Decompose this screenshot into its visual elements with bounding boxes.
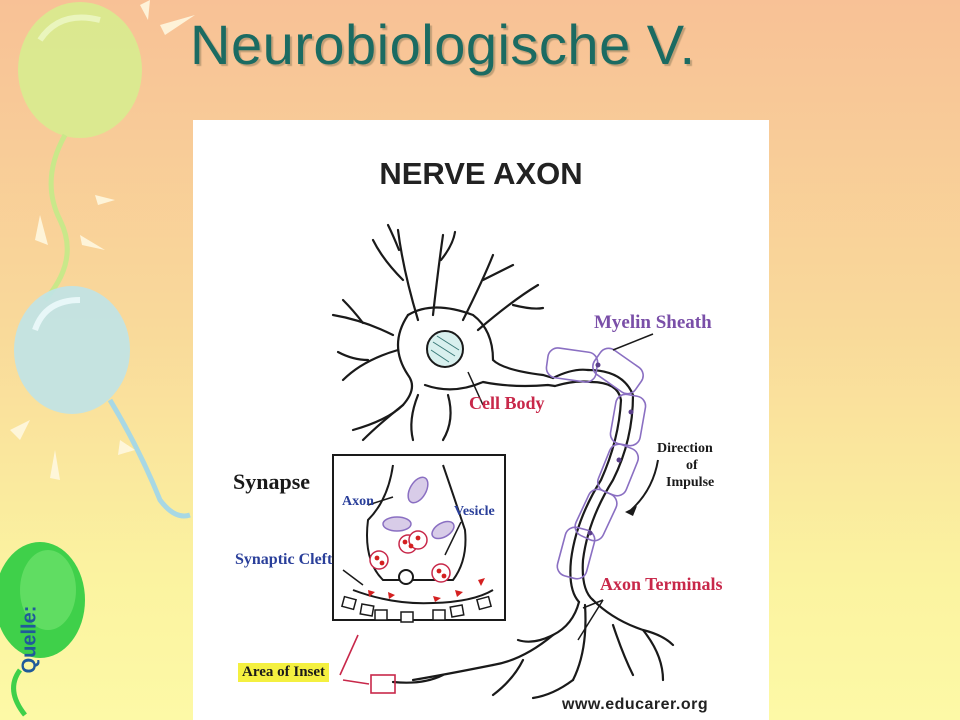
source-label: Quelle: bbox=[18, 605, 41, 674]
nerve-axon-figure: NERVE AXON Myelin Sheath Cell Body Direc… bbox=[193, 120, 769, 720]
direction-label: Direction bbox=[657, 441, 713, 456]
axon-terminals-label: Axon Terminals bbox=[600, 574, 723, 594]
slide-title: Neurobiologische V. bbox=[190, 13, 696, 76]
impulse-label: Impulse bbox=[666, 475, 715, 490]
area-of-inset-label: Area of Inset bbox=[238, 663, 330, 682]
cell-body-label: Cell Body bbox=[469, 393, 545, 413]
axon-label: Axon bbox=[342, 494, 374, 509]
vesicle-label: Vesicle bbox=[454, 504, 495, 519]
myelin-sheath-label: Myelin Sheath bbox=[594, 312, 712, 333]
neuron-drawing bbox=[331, 223, 675, 700]
synaptic-cleft-label: Synaptic Cleft bbox=[235, 551, 333, 568]
figure-title: NERVE AXON bbox=[379, 156, 583, 191]
credit-text: www.educarer.org bbox=[562, 696, 709, 713]
balloon-decoration bbox=[0, 0, 195, 717]
synapse-label: Synapse bbox=[233, 469, 311, 494]
of-label: of bbox=[686, 458, 698, 473]
